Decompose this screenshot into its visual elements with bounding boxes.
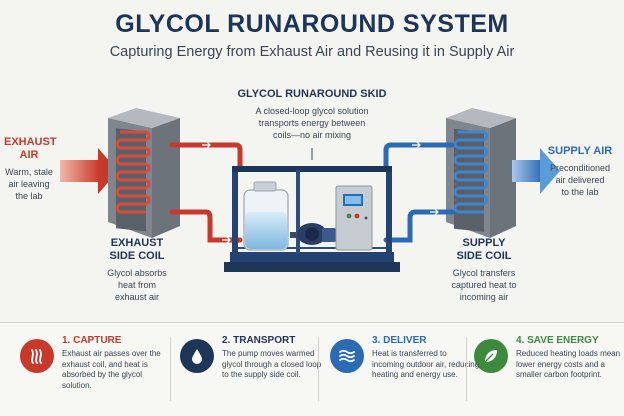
- step-deliver: 3. DELIVER Heat is transferred to incomi…: [330, 333, 480, 409]
- supply-air-desc: Preconditioned air delivered to the lab: [549, 163, 611, 197]
- glycol-tank: [243, 181, 289, 251]
- skid-label: GLYCOL RUNAROUND SKID: [237, 88, 387, 100]
- exhaust-coil-desc: Glycol absorbs heat from exhaust air: [107, 268, 167, 302]
- supply-air-label: SUPPLY AIR: [547, 145, 613, 157]
- step-title: 3. DELIVER: [372, 335, 427, 346]
- air-waves-icon: [330, 339, 364, 373]
- skid-desc: A closed-loop glycol solution transports…: [255, 106, 369, 140]
- runaround-diagram: [60, 108, 560, 272]
- droplet-icon: [180, 339, 214, 373]
- pump: [290, 223, 336, 245]
- divider: [170, 337, 171, 401]
- exhaust-air-desc: Warm, stale air leaving the lab: [5, 167, 53, 201]
- page-subtitle: Capturing Energy from Exhaust Air and Re…: [109, 44, 515, 60]
- supply-coil-label: SUPPLY SIDE COIL: [456, 237, 512, 262]
- step-body: Exhaust air passes over the exhaust coil…: [62, 349, 161, 390]
- steps-panel: 1. CAPTURE Exhaust air passes over the e…: [0, 322, 624, 416]
- leaf-icon: [474, 339, 508, 373]
- warm-pipe-arrows: [202, 141, 231, 244]
- cool-pipe-arrows: [412, 141, 439, 216]
- step-title: 2. TRANSPORT: [222, 335, 296, 346]
- step-title: 1. CAPTURE: [62, 335, 122, 346]
- step-save-energy: 4. SAVE ENERGY Reduced heating loads mea…: [474, 333, 624, 409]
- step-body: Heat is transferred to incoming outdoor …: [372, 349, 480, 379]
- step-body: Reduced heating loads mean lower energy …: [516, 349, 621, 379]
- cool-pipe: [383, 142, 455, 243]
- step-body: The pump moves warmed glycol through a c…: [222, 349, 322, 379]
- supply-air-arrow: [512, 148, 560, 194]
- step-transport: 2. TRANSPORT The pump moves warmed glyco…: [180, 333, 330, 409]
- warm-pipe: [169, 142, 243, 243]
- step-capture: 1. CAPTURE Exhaust air passes over the e…: [20, 333, 170, 409]
- exhaust-coil-label: EXHAUST SIDE COIL: [109, 237, 165, 262]
- heat-waves-icon: [20, 339, 54, 373]
- exhaust-air-label: EXHAUST AIR: [4, 136, 57, 161]
- exhaust-coil: [108, 108, 180, 238]
- divider: [318, 337, 319, 401]
- step-title: 4. SAVE ENERGY: [516, 335, 599, 346]
- supply-coil: [446, 108, 516, 238]
- control-panel: [335, 185, 373, 251]
- page-title: GLYCOL RUNAROUND SYSTEM: [115, 10, 509, 38]
- divider: [466, 337, 467, 401]
- supply-coil-desc: Glycol transfers captured heat to incomi…: [451, 268, 517, 302]
